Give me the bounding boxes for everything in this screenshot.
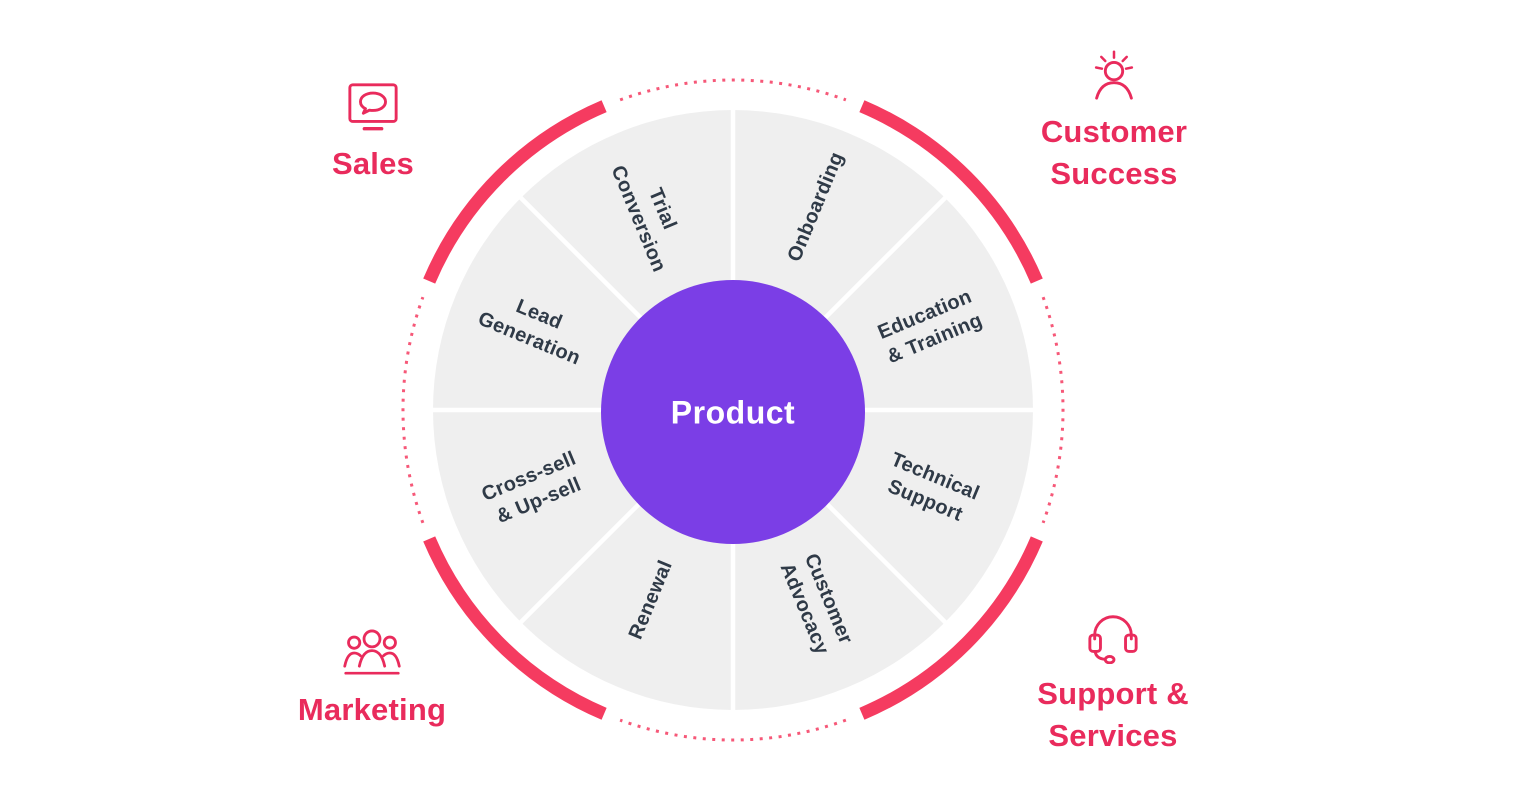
- outer-group-sales: Sales: [268, 80, 478, 185]
- product-label: Product: [670, 394, 796, 431]
- product-circle: [601, 280, 865, 544]
- customer-success-label: Customer Success: [1040, 114, 1188, 192]
- dotted-arc-south: [619, 718, 847, 742]
- people-group-icon: [341, 626, 403, 680]
- dotted-arc-west: [401, 296, 425, 524]
- dotted-arc-east: [1041, 296, 1065, 524]
- ring-arc-sales: [423, 100, 607, 284]
- support-services-label: Support & Services: [1037, 676, 1189, 754]
- ring-arc-marketing: [423, 536, 607, 720]
- outer-ring-dotted: [401, 78, 1065, 742]
- shining-person-icon: [1085, 46, 1143, 102]
- outer-group-customer-success: Customer Success: [1009, 46, 1219, 195]
- outer-group-support-services: Support & Services: [1008, 610, 1218, 757]
- headset-icon: [1085, 610, 1141, 665]
- marketing-label: Marketing: [297, 692, 447, 727]
- outer-group-marketing: Marketing: [267, 626, 477, 731]
- monitor-chat-icon: [344, 80, 402, 134]
- ring-arc-customer-success: [859, 100, 1043, 284]
- dotted-arc-north: [619, 78, 847, 102]
- ring-arc-support-services: [859, 536, 1043, 720]
- sales-label: Sales: [331, 146, 414, 181]
- outer-ring-solid: [423, 100, 1043, 720]
